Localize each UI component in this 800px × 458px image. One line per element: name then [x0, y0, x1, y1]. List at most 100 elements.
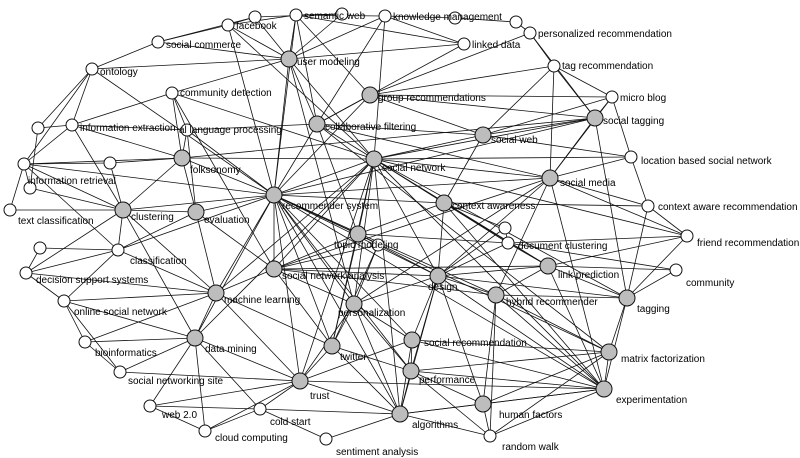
node-link-prediction[interactable] [539, 257, 557, 275]
node-top-b[interactable] [335, 7, 349, 21]
node-document-clustering[interactable] [501, 236, 515, 250]
edge-sna-to-topic-modeling [273, 233, 359, 270]
node-experimentation[interactable] [595, 380, 613, 398]
node-classification[interactable] [111, 243, 125, 257]
node-context-awareness[interactable] [435, 194, 453, 212]
edge-tagging-to-matrix-factorization [608, 297, 628, 353]
node-community-detection[interactable] [165, 86, 179, 100]
node-decision-support[interactable] [19, 266, 33, 280]
node-user-modeling[interactable] [280, 50, 298, 68]
node-social-media[interactable] [541, 169, 559, 187]
node-matrix-factorization[interactable] [600, 343, 618, 361]
node-label-bioinformatics: bioinformatics [95, 348, 157, 359]
node-cloud-computing[interactable] [198, 424, 212, 438]
edge-micro-blog-to-location-based [611, 96, 632, 158]
edge-evaluation-to-sna [195, 211, 275, 270]
node-collaborative-filtering[interactable] [308, 115, 326, 133]
node-left-d[interactable] [33, 241, 47, 255]
node-label-personalization: personalization [338, 308, 405, 319]
node-tagging[interactable] [618, 289, 636, 307]
edge-human-factors-to-design [437, 275, 484, 405]
node-personalized-recommendation[interactable] [523, 26, 537, 40]
edge-social-network-to-experimentation [373, 158, 605, 390]
node-information-retrieval[interactable] [17, 157, 31, 171]
node-left-a[interactable] [31, 121, 45, 135]
node-knowledge-management[interactable] [378, 9, 392, 23]
node-sentiment-analysis[interactable] [319, 432, 333, 446]
node-clustering[interactable] [114, 201, 132, 219]
node-design[interactable] [429, 267, 447, 285]
edge-information-extraction-to-information-retrieval [23, 124, 73, 165]
node-sna[interactable] [265, 260, 283, 278]
node-label-knowledge-management: knowledge management [393, 12, 502, 23]
node-social-web[interactable] [474, 126, 492, 144]
node-web20[interactable] [143, 399, 157, 413]
node-performance[interactable] [402, 362, 420, 380]
node-semantic-web[interactable] [289, 8, 303, 22]
node-hybrid-recommender[interactable] [487, 286, 505, 304]
node-online-social-network[interactable] [57, 294, 71, 308]
node-community[interactable] [669, 263, 683, 277]
edge-collaborative-filtering-to-social-web [316, 123, 484, 136]
node-facebook[interactable] [221, 18, 235, 32]
node-machine-learning[interactable] [207, 284, 225, 302]
node-tag-recommendation[interactable] [547, 59, 561, 73]
node-top-c[interactable] [448, 11, 462, 25]
node-random-walk[interactable] [483, 429, 497, 443]
node-label-data-mining: data mining [205, 344, 257, 355]
node-friend-recommendation[interactable] [680, 229, 694, 243]
node-twitter[interactable] [323, 337, 341, 355]
node-label-trust: trust [310, 391, 330, 402]
node-personalization[interactable] [345, 295, 363, 313]
node-context-aware-rec[interactable] [641, 199, 655, 213]
edge-social-web-to-tag-recommendation [482, 65, 555, 136]
edge-social-network-to-location-based [373, 156, 632, 160]
node-evaluation[interactable] [187, 203, 205, 221]
node-left-c[interactable] [103, 156, 117, 170]
node-group-recommendations[interactable] [361, 86, 379, 104]
node-information-extraction[interactable] [65, 118, 79, 132]
edge-hybrid-recommender-to-matrix-factorization [495, 294, 610, 353]
node-topic-modeling[interactable] [349, 225, 367, 243]
node-top-d[interactable] [509, 15, 523, 29]
edge-layer [9, 13, 688, 440]
node-cold-start[interactable] [253, 402, 267, 416]
node-social-tagging[interactable] [586, 109, 604, 127]
edge-classification-to-decision-support [25, 249, 119, 274]
node-social-commerce[interactable] [151, 35, 165, 49]
node-top-a[interactable] [248, 10, 262, 24]
edge-tagging-to-link-prediction [547, 265, 628, 299]
node-label-algorithms: algorithms [412, 420, 458, 431]
edge-social-media-to-design [437, 177, 551, 277]
node-mid-b[interactable] [371, 238, 385, 252]
edge-recommender-system-to-social-tagging [273, 117, 596, 196]
node-ontology[interactable] [85, 62, 99, 76]
node-social-networking-site[interactable] [113, 365, 127, 379]
node-left-b[interactable] [23, 181, 37, 195]
node-trust[interactable] [291, 372, 309, 390]
node-location-based[interactable] [624, 150, 638, 164]
edge-recommender-system-to-machine-learning [215, 194, 275, 294]
node-micro-blog[interactable] [605, 90, 619, 104]
node-data-mining[interactable] [186, 329, 204, 347]
node-text-classification[interactable] [3, 203, 17, 217]
node-label-human-factors: human factors [499, 410, 562, 421]
node-human-factors[interactable] [474, 395, 492, 413]
node-social-recommendation[interactable] [403, 331, 421, 349]
edge-personalization-to-design [353, 275, 439, 305]
node-social-network[interactable] [365, 150, 383, 168]
node-algorithms[interactable] [391, 405, 409, 423]
edge-recommender-system-to-clustering [122, 194, 275, 211]
node-mid-a[interactable] [498, 221, 512, 235]
node-recommender-system[interactable] [265, 186, 283, 204]
node-label-design: design [428, 282, 457, 293]
node-linked-data[interactable] [457, 37, 471, 51]
node-folksonomy[interactable] [173, 149, 191, 167]
node-nlp[interactable] [180, 123, 194, 137]
edge-machine-learning-to-twitter [215, 292, 333, 347]
edge-sna-to-personalization [273, 268, 355, 305]
edge-web20-to-cloud-computing [149, 405, 206, 432]
node-bioinformatics[interactable] [78, 335, 92, 349]
node-label-friend-recommendation: friend recommendation [697, 238, 799, 249]
edge-classification-to-left-d [39, 247, 119, 251]
